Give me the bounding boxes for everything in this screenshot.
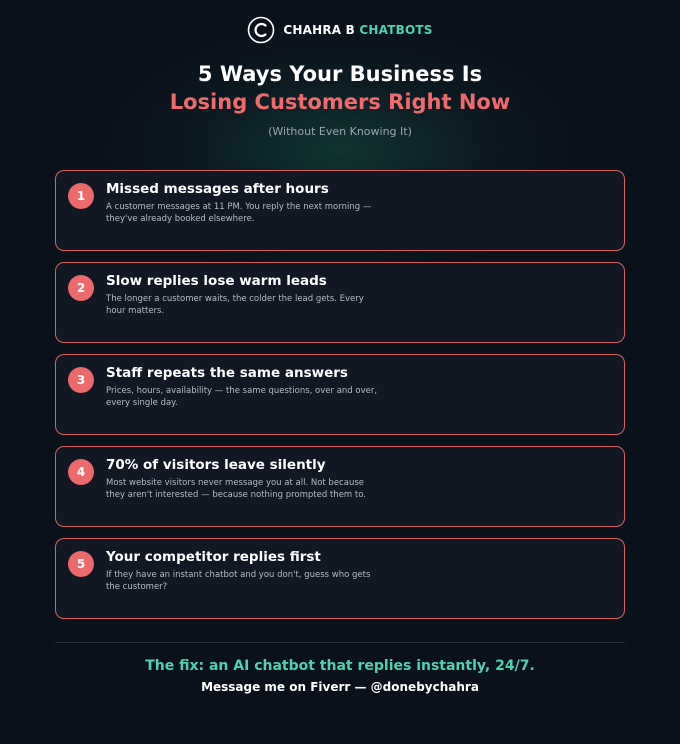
reason-title: Slow replies lose warm leads <box>106 273 327 289</box>
reason-title: Missed messages after hours <box>106 181 329 197</box>
contact-cta: Message me on Fiverr — @donebychahra <box>201 680 479 694</box>
brand-header: CHAHRA B CHATBOTS <box>0 16 680 44</box>
reason-description: The longer a customer waits, the colder … <box>106 294 364 316</box>
brand-name-accent: CHATBOTS <box>359 23 433 37</box>
fix-statement: The fix: an AI chatbot that replies inst… <box>145 658 535 674</box>
reason-description: Most website visitors never message you … <box>106 478 366 500</box>
reason-title: Staff repeats the same answers <box>106 365 348 381</box>
page-title-line2: Losing Customers Right Now <box>169 90 511 114</box>
reason-number-badge: 2 <box>68 275 94 301</box>
reason-card: 4 70% of visitors leave silently Most we… <box>55 446 625 527</box>
footer-divider <box>55 642 625 643</box>
page-subtitle: (Without Even Knowing It) <box>268 125 412 138</box>
page-title-line1: 5 Ways Your Business Is <box>197 62 483 86</box>
reason-description: Prices, hours, availability — the same q… <box>106 386 378 408</box>
reason-title: Your competitor replies first <box>106 549 321 565</box>
circle-c-logo-icon <box>248 16 275 44</box>
reason-card: 5 Your competitor replies first If they … <box>55 538 625 619</box>
reason-description: If they have an instant chatbot and you … <box>106 570 371 592</box>
reason-card: 1 Missed messages after hours A customer… <box>55 170 625 251</box>
reason-number-badge: 5 <box>68 551 94 577</box>
reason-card: 3 Staff repeats the same answers Prices,… <box>55 354 625 435</box>
reason-number-badge: 3 <box>68 367 94 393</box>
brand-name-primary: CHAHRA B <box>283 23 356 37</box>
reason-card: 2 Slow replies lose warm leads The longe… <box>55 262 625 343</box>
reason-description: A customer messages at 11 PM. You reply … <box>106 202 372 224</box>
reason-number-badge: 1 <box>68 183 94 209</box>
reasons-list: 1 Missed messages after hours A customer… <box>55 170 625 630</box>
reason-title: 70% of visitors leave silently <box>106 457 326 473</box>
brand-name: CHAHRA B CHATBOTS <box>283 23 432 37</box>
reason-number-badge: 4 <box>68 459 94 485</box>
